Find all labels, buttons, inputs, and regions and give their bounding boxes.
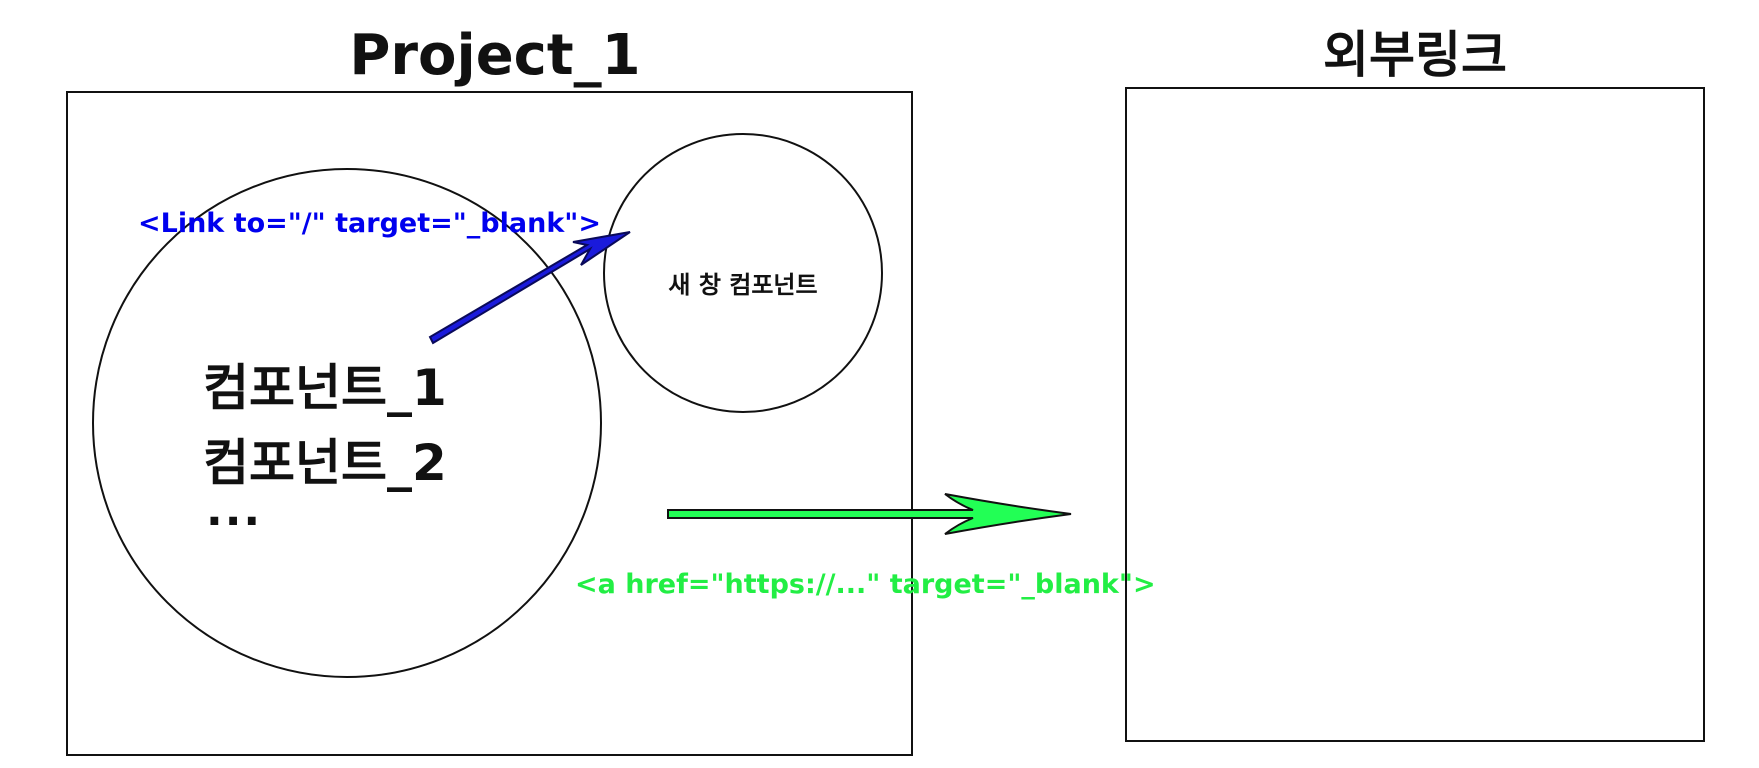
internal-link-arrow	[428, 231, 631, 345]
new-window-circle	[603, 133, 883, 413]
components-circle	[92, 168, 602, 678]
new-window-component-label: 새 창 컴포넌트	[668, 271, 817, 299]
component-item-ellipsis: ...	[206, 485, 262, 536]
component-item-1: 컴포넌트_1	[203, 359, 447, 417]
external-window-box	[1125, 87, 1705, 742]
project-box	[66, 91, 913, 756]
external-link-arrow	[667, 493, 1072, 535]
external-link-title: 외부링크	[1323, 26, 1507, 84]
internal-link-code-label: <Link to="/" target="_blank">	[138, 208, 601, 239]
external-link-code-label: <a href="https://..." target="_blank">	[575, 569, 1156, 600]
component-item-2: 컴포넌트_2	[203, 434, 447, 492]
project-title: Project_1	[349, 23, 640, 88]
